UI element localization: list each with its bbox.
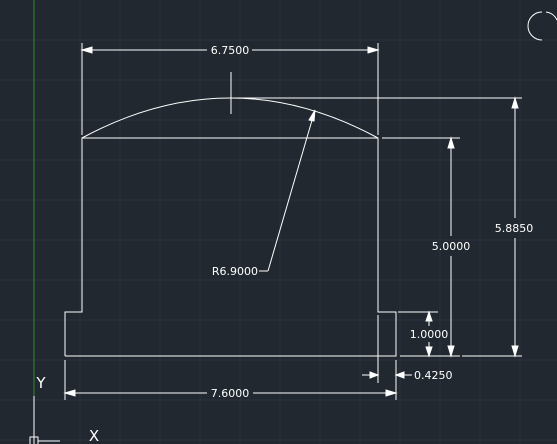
ucs-icon (29, 396, 60, 444)
dimension-step-offset[interactable] (362, 315, 412, 383)
ucs-y-label: Y (35, 374, 46, 392)
ucs-x-label: X (89, 427, 99, 444)
dimension-height-total[interactable] (233, 96, 522, 358)
dim-text-bottom-width: 7.6000 (211, 387, 250, 400)
dimension-radius[interactable] (259, 109, 316, 272)
dim-text-step-height: 1.0000 (410, 328, 449, 341)
dimension-top-width[interactable] (80, 43, 380, 135)
dimension-height-main[interactable] (382, 136, 460, 358)
dimension-step-height[interactable] (398, 310, 438, 358)
part-outline[interactable] (64, 97, 397, 357)
dim-text-height-main: 5.0000 (432, 240, 471, 253)
dim-text-step-offset: 0.4250 (414, 369, 453, 382)
dim-text-top-width: 6.7500 (211, 44, 250, 57)
dimension-bottom-width[interactable] (63, 360, 398, 400)
dim-text-radius: R6.9000 (212, 265, 258, 278)
dim-text-height-total: 5.8850 (495, 222, 534, 235)
top-arc (81, 97, 379, 139)
